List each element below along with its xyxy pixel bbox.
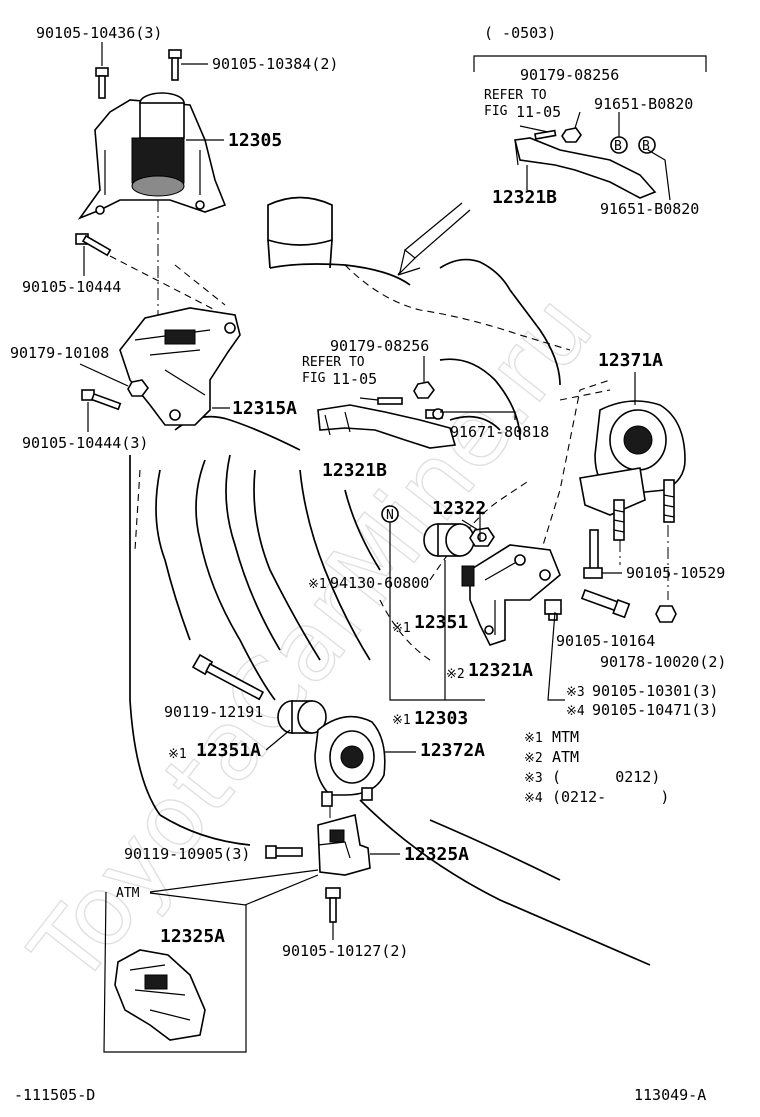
label-12303: 12303 — [414, 708, 468, 729]
legend-value-2: ATM — [552, 748, 579, 766]
circle-n: N — [386, 508, 394, 523]
footer-left-code: -111505-D — [14, 1086, 95, 1104]
bracket-12315A — [119, 307, 241, 426]
label-12351A: 12351A — [196, 740, 261, 761]
bolt-90105-10164 — [580, 588, 631, 619]
engine-outline — [129, 196, 651, 966]
label-90105-10529: 90105-10529 — [626, 564, 725, 582]
legend-value-1: MTM — [552, 728, 579, 746]
label-12325A: 12325A — [404, 844, 469, 865]
header-range-label: ( -0503) — [484, 24, 556, 42]
marker-m1-12303: ※1 — [392, 713, 411, 728]
label-12321B-top: 12321B — [492, 187, 557, 208]
nut-91671-80818 — [425, 408, 444, 420]
label-90105-10444-3: 90105-10444(3) — [22, 434, 148, 452]
label-90105-10164: 90105-10164 — [556, 632, 655, 650]
nut-90178-10020 — [655, 605, 677, 623]
nut-90179-08256-mid — [413, 381, 435, 399]
circle-b-a: B — [614, 139, 622, 154]
bolt-90105-10444-top — [75, 233, 112, 257]
label-90178-10020: 90178-10020(2) — [600, 653, 726, 671]
label-90105-10301: 90105-10301(3) — [592, 682, 718, 700]
bolt-90105-10444-3 — [81, 389, 122, 411]
bolt-90105-10301 — [544, 599, 562, 621]
bolt-90119-12191 — [191, 653, 265, 701]
header-bracket — [473, 55, 707, 72]
bracket-12321B-mid — [317, 404, 457, 449]
legend-key-3: ※3 — [524, 771, 543, 786]
label-12325A-atm: 12325A — [160, 926, 225, 947]
nut-12322 — [469, 527, 495, 547]
bracket-12325A — [317, 813, 371, 876]
label-90119-10905: 90119-10905(3) — [124, 845, 250, 863]
insulator-12351 — [423, 523, 475, 557]
bolt-11-05-mid — [377, 397, 403, 405]
footer-right-code: 113049-A — [634, 1086, 706, 1104]
label-12371A: 12371A — [598, 350, 663, 371]
label-90179-10108: 90179-10108 — [10, 344, 109, 362]
marker-m1-12351: ※1 — [392, 621, 411, 636]
legend-key-4: ※4 — [524, 791, 543, 806]
bracket-12321A — [461, 544, 561, 646]
marker-m4: ※4 — [566, 704, 585, 719]
refer-to-mid-fig: 11-05 — [332, 370, 377, 388]
refer-to-top-line2: FIG — [484, 104, 508, 119]
circle-b-b: B — [642, 139, 650, 154]
engine-mount-12305 — [77, 92, 227, 220]
label-12372A: 12372A — [420, 740, 485, 761]
legend: ※1 MTM ※2 ATM ※3 ( 0212) ※4 (0212- ) — [524, 728, 669, 806]
label-12351: 12351 — [414, 612, 468, 633]
refer-to-mid-line1: REFER TO — [302, 355, 365, 370]
legend-key-2: ※2 — [524, 751, 543, 766]
nut-90179-08256-top — [561, 127, 582, 143]
legend-key-1: ※1 — [524, 731, 543, 746]
label-91671-80818: 91671-80818 — [450, 423, 549, 441]
label-90105-10127: 90105-10127(2) — [282, 942, 408, 960]
atm-box-label: ATM — [116, 886, 140, 901]
label-90179-08256-top: 90179-08256 — [520, 66, 619, 84]
refer-to-top-line1: REFER TO — [484, 88, 547, 103]
label-12321A: 12321A — [468, 660, 533, 681]
legend-value-4: (0212- ) — [552, 788, 669, 806]
label-12305: 12305 — [228, 130, 282, 151]
refer-to-mid-line2: FIG — [302, 371, 326, 386]
label-90105-10384: 90105-10384(2) — [212, 55, 338, 73]
label-94130-60800: 94130-60800 — [330, 574, 429, 592]
marker-m2-12321A: ※2 — [446, 667, 465, 682]
direction-arrow — [397, 202, 471, 276]
part-labels: 90105-10436(3) 90105-10384(2) 12305 9010… — [10, 24, 726, 960]
marker-m3: ※3 — [566, 685, 585, 700]
insulator-12351A — [277, 700, 327, 734]
label-12315A: 12315A — [232, 398, 297, 419]
label-12322: 12322 — [432, 498, 486, 519]
label-90105-10436: 90105-10436(3) — [36, 24, 162, 42]
engine-mount-12371A — [579, 400, 686, 541]
bolt-11-05-top — [534, 129, 557, 140]
label-90179-08256-mid: 90179-08256 — [330, 337, 429, 355]
label-90105-10444-top: 90105-10444 — [22, 278, 121, 296]
bolt-90105-10127 — [325, 887, 341, 923]
atm-detail-box — [103, 891, 247, 1053]
marker-m1-12351A: ※1 — [168, 747, 187, 762]
refer-to-top-fig: 11-05 — [516, 103, 561, 121]
nut-90179-10108 — [127, 379, 149, 397]
bolt-90105-10384 — [168, 49, 182, 81]
legend-value-3: ( 0212) — [552, 768, 660, 786]
bolt-90105-10529 — [583, 529, 603, 579]
label-90119-12191: 90119-12191 — [164, 703, 263, 721]
bolt-90119-10905 — [265, 845, 303, 859]
marker-m1-94130: ※1 — [308, 577, 327, 592]
label-91651-B0820-b: 91651-B0820 — [600, 200, 699, 218]
bolt-90105-10436 — [95, 67, 109, 99]
bracket-12321B-top — [514, 136, 657, 199]
engine-mount-12372A — [314, 715, 386, 807]
label-91651-B0820-a: 91651-B0820 — [594, 95, 693, 113]
label-12321B-mid: 12321B — [322, 460, 387, 481]
label-90105-10471: 90105-10471(3) — [592, 701, 718, 719]
